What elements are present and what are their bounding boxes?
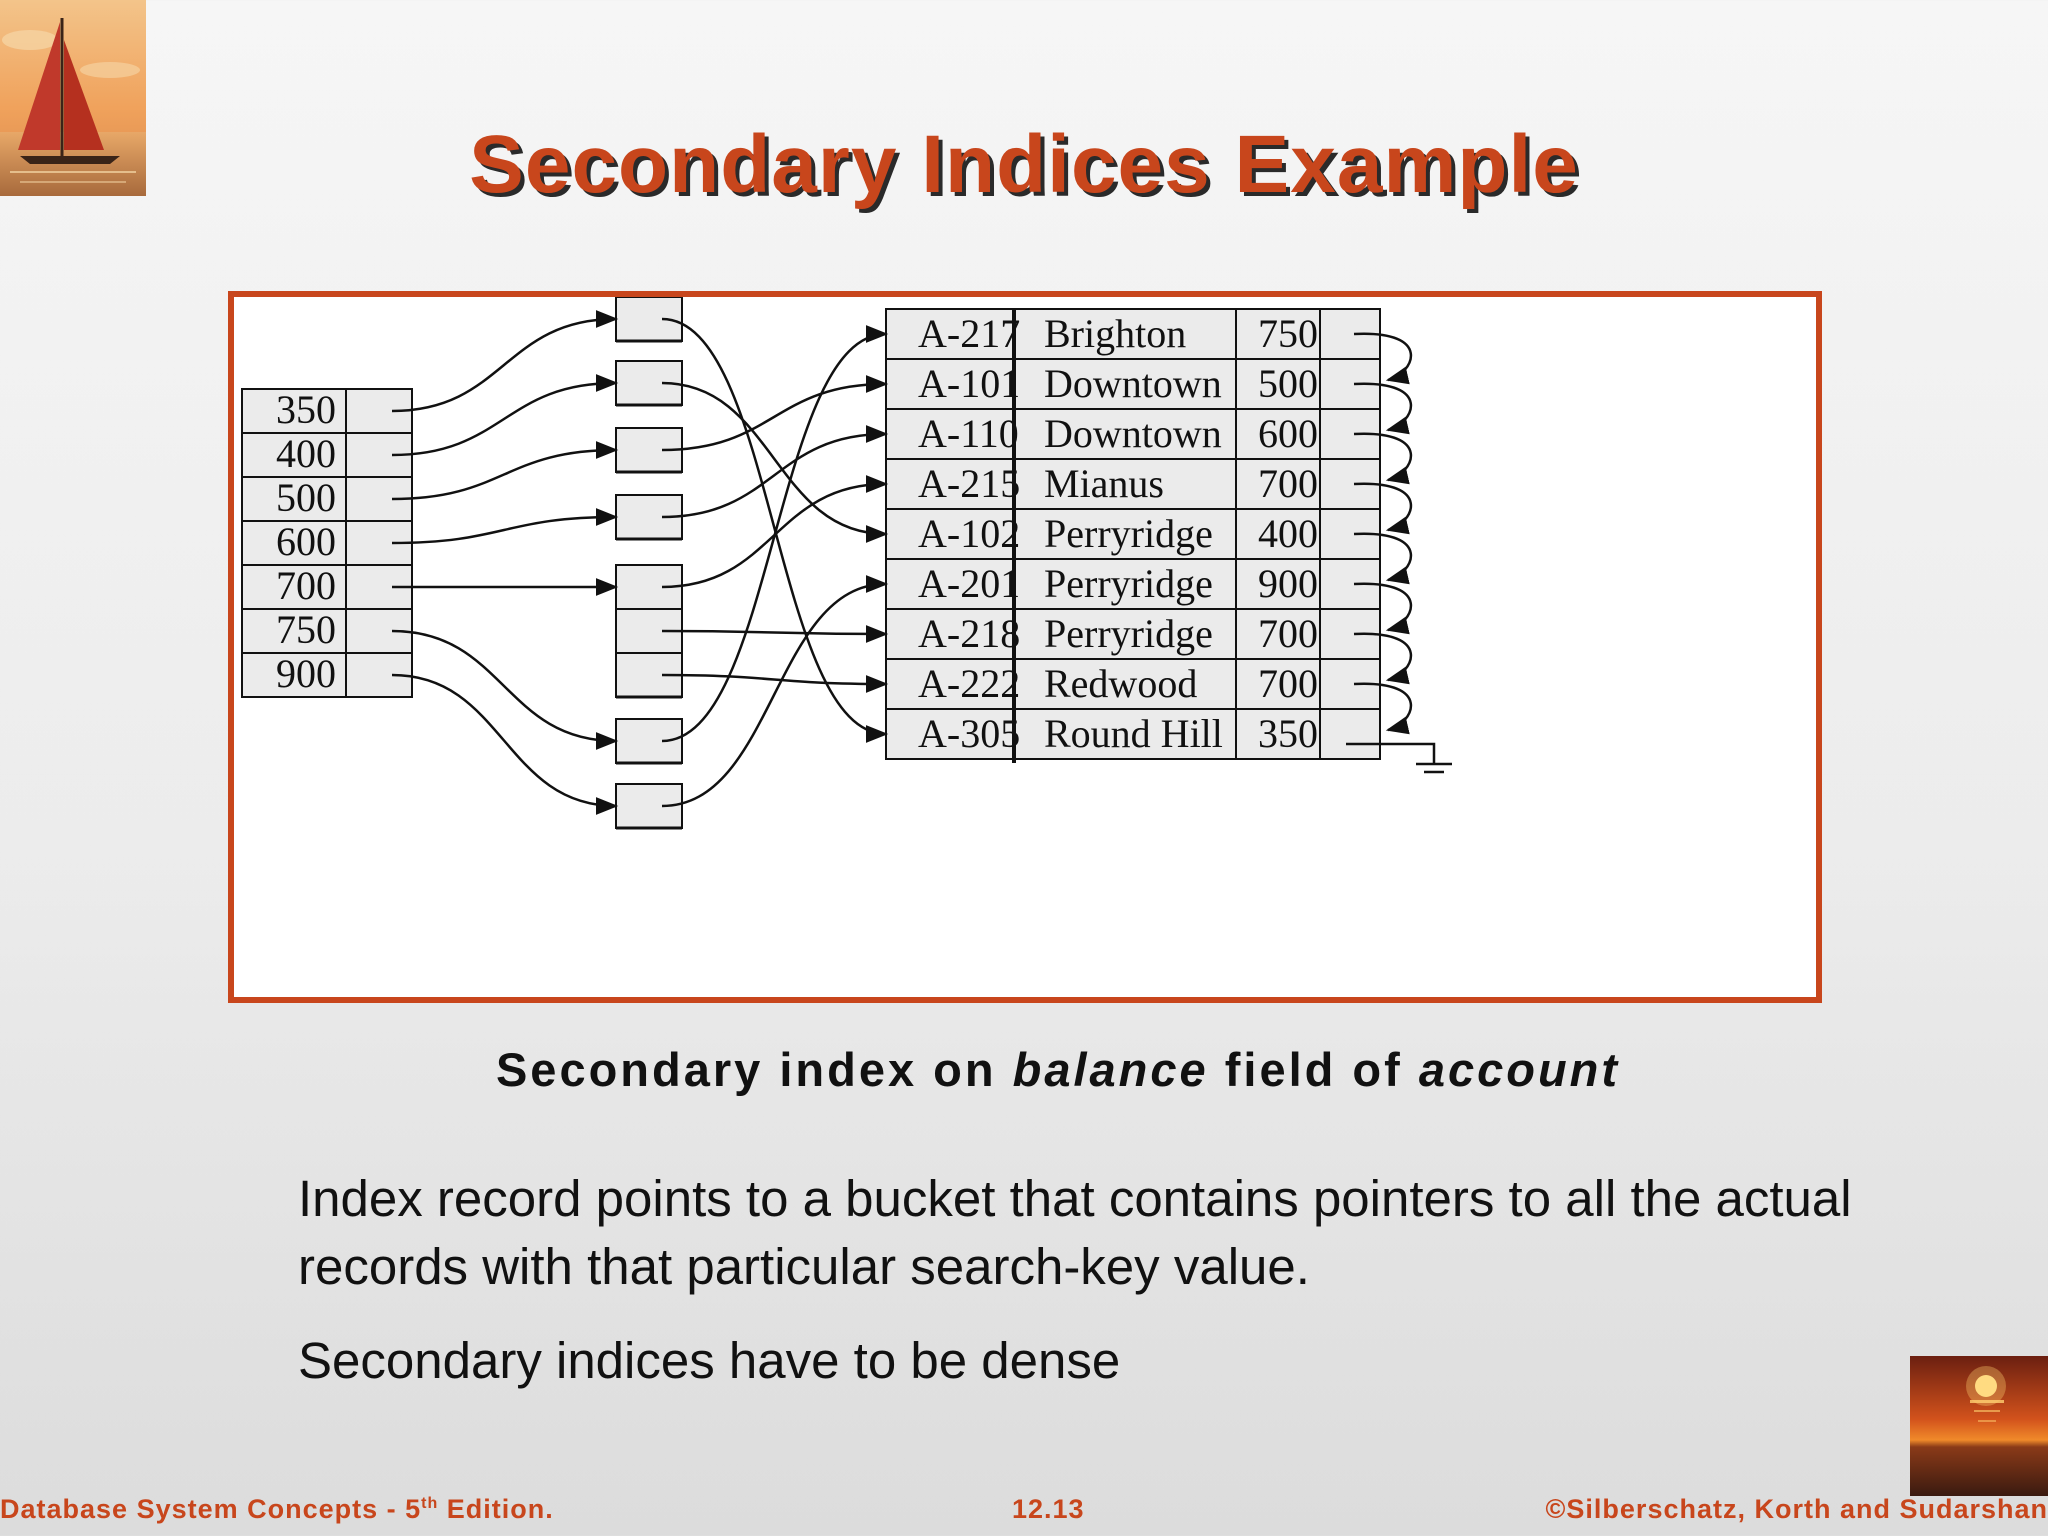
record-balance-label: 700 <box>1258 611 1318 656</box>
record-account-cell <box>885 608 1015 660</box>
record-branch-cell <box>1013 658 1237 710</box>
bucket-to-record-arrow <box>661 325 889 743</box>
bucket-to-record-arrow <box>661 624 889 643</box>
record-chain-arrow <box>1353 532 1413 585</box>
record-balance-cell <box>1235 408 1321 460</box>
record-branch-cell <box>1013 608 1237 660</box>
index-to-bucket-arrow <box>391 374 619 457</box>
record-account-label: A-201 <box>918 561 1020 606</box>
record-balance-label: 700 <box>1258 661 1318 706</box>
index-key-label: 500 <box>276 475 336 520</box>
caption-text: Secondary index on <box>495 1043 1013 1096</box>
record-balance-label: 500 <box>1258 361 1318 406</box>
footer-edition-text: Edition. <box>438 1494 554 1524</box>
slide-footer: Database System Concepts - 5th Edition. … <box>0 1494 2048 1530</box>
record-balance-label: 700 <box>1258 461 1318 506</box>
caption-relation-name: account <box>1418 1043 1621 1096</box>
null-pointer-line <box>1346 742 1436 764</box>
record-account-label: A-218 <box>918 611 1020 656</box>
footer-book-title: Database System Concepts - 5th Edition. <box>0 1494 554 1525</box>
record-branch-cell <box>1013 508 1237 560</box>
sailboat-logo <box>0 0 146 196</box>
record-account-label: A-101 <box>918 361 1020 406</box>
footer-edition-sup: th <box>421 1495 439 1512</box>
record-pointer-cell <box>1319 708 1381 760</box>
record-chain-arrow <box>1353 682 1413 735</box>
index-to-bucket-arrow <box>391 441 619 501</box>
record-chain-arrow <box>1353 332 1413 385</box>
record-chain-arrow <box>1353 482 1413 535</box>
record-branch-label: Downtown <box>1044 411 1222 456</box>
record-balance-label: 350 <box>1258 711 1318 756</box>
record-branch-label: Downtown <box>1044 361 1222 406</box>
record-branch-label: Perryridge <box>1044 511 1213 556</box>
record-balance-label: 900 <box>1258 561 1318 606</box>
record-branch-label: Brighton <box>1044 311 1186 356</box>
record-chain-arrow <box>1353 632 1413 685</box>
page-title: Secondary Indices Example <box>469 119 1579 210</box>
footer-copyright: ©Silberschatz, Korth and Sudarshan <box>1545 1494 2048 1524</box>
record-chain-arrow <box>1353 382 1413 435</box>
record-branch-cell <box>1013 458 1237 510</box>
record-account-label: A-222 <box>918 661 1020 706</box>
record-balance-cell <box>1235 608 1321 660</box>
index-key-label: 350 <box>276 387 336 432</box>
index-key-label: 600 <box>276 519 336 564</box>
record-chain-arrow <box>1353 582 1413 635</box>
record-account-label: A-217 <box>918 311 1020 356</box>
record-balance-cell <box>1235 558 1321 610</box>
record-account-label: A-215 <box>918 461 1020 506</box>
record-balance-cell <box>1235 658 1321 710</box>
record-balance-label: 600 <box>1258 411 1318 456</box>
record-branch-label: Perryridge <box>1044 611 1213 656</box>
record-branch-cell <box>1013 558 1237 610</box>
index-key-cell <box>241 564 347 610</box>
bucket-to-record-arrow <box>661 375 889 452</box>
record-account-cell <box>885 458 1015 510</box>
index-key-cell <box>241 476 347 522</box>
page-number: 12.13 <box>1012 1494 1085 1524</box>
index-key-label: 400 <box>276 431 336 476</box>
index-to-bucket-arrow <box>391 508 619 545</box>
record-branch-label: Round Hill <box>1044 711 1223 756</box>
index-key-label: 900 <box>276 651 336 696</box>
caption-text: field of <box>1208 1043 1419 1096</box>
record-balance-label: 400 <box>1258 511 1318 556</box>
bullet-item: Secondary indices have to be dense <box>298 1332 1121 1389</box>
record-chain-arrow <box>1353 432 1413 485</box>
index-key-label: 750 <box>276 607 336 652</box>
record-branch-label: Perryridge <box>1044 561 1213 606</box>
record-branch-label: Redwood <box>1044 661 1197 706</box>
record-balance-cell <box>1235 708 1321 760</box>
footer-book-title-text: Database System Concepts - 5 <box>0 1494 422 1524</box>
record-branch-label: Mianus <box>1044 461 1164 506</box>
record-balance-cell <box>1235 458 1321 510</box>
index-to-bucket-arrow <box>391 629 619 750</box>
bucket-to-record-arrow <box>661 317 889 743</box>
bullet-list: Index record points to a bucket that con… <box>298 1165 1918 1421</box>
bullet-item: Index record points to a bucket that con… <box>298 1170 1852 1295</box>
record-balance-cell <box>1235 308 1321 360</box>
record-account-label: A-110 <box>918 411 1019 456</box>
index-key-cell <box>241 652 347 698</box>
bucket-to-record-arrow <box>661 673 889 693</box>
index-to-bucket-arrow <box>391 310 619 413</box>
bucket-to-record-arrow <box>661 575 889 808</box>
record-balance-label: 750 <box>1258 311 1318 356</box>
caption-field-name: balance <box>1012 1043 1209 1096</box>
index-key-label: 700 <box>276 563 336 608</box>
record-account-label: A-102 <box>918 511 1020 556</box>
diagram-caption: Secondary index on balance field of acco… <box>0 1042 2048 1097</box>
record-account-label: A-305 <box>918 711 1020 756</box>
bucket-to-record-arrow <box>661 381 889 543</box>
record-account-cell <box>885 308 1015 360</box>
bucket-to-record-arrow <box>661 425 889 519</box>
index-to-bucket-arrow <box>391 673 619 815</box>
sunset-logo <box>1910 1356 2048 1496</box>
